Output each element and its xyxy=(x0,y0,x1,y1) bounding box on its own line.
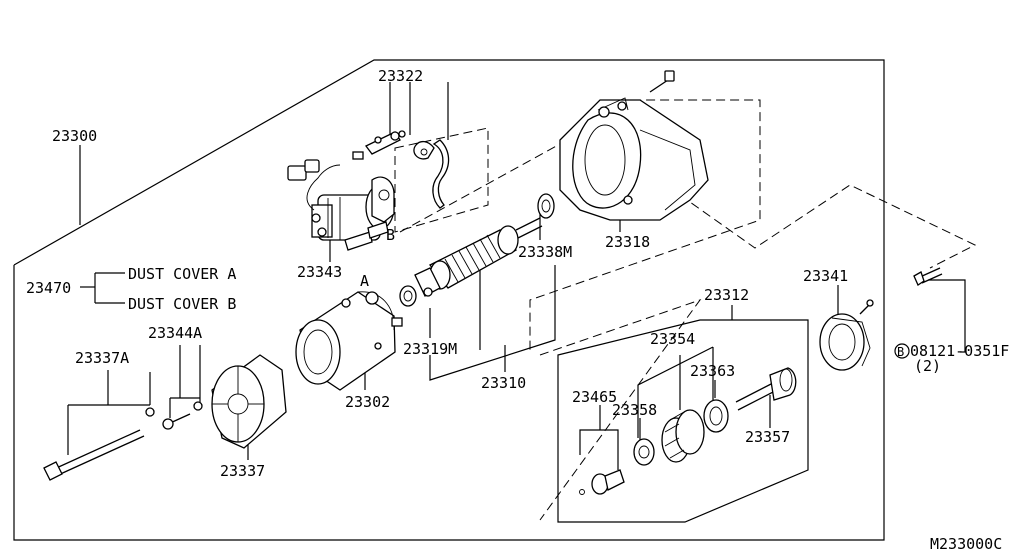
callout-23341: 23341 xyxy=(803,267,848,285)
callout-23319m: 23319M xyxy=(403,340,457,358)
bearing-23338m xyxy=(537,193,555,219)
callout-23465: 23465 xyxy=(572,388,617,406)
pinion-23354 xyxy=(661,409,705,463)
callout-23338m: 23338M xyxy=(518,243,572,261)
rear-cover-23337 xyxy=(211,354,287,449)
callout-dust-cover-a: DUST COVER A xyxy=(128,265,236,283)
solenoid-23343 xyxy=(287,159,395,251)
yoke-23302 xyxy=(295,291,403,391)
bolt-marker-circle: B xyxy=(894,343,910,359)
callout-23358: 23358 xyxy=(612,401,657,419)
bolt-marker-letter: B xyxy=(897,345,904,359)
callout-23300: 23300 xyxy=(52,127,97,145)
leader-lines xyxy=(67,82,966,470)
callout-23312: 23312 xyxy=(704,286,749,304)
mark-a: A xyxy=(360,272,369,290)
solenoid-hardware-23322 xyxy=(352,130,450,209)
bearing-23319m xyxy=(399,285,417,307)
callout-23302: 23302 xyxy=(345,393,390,411)
callout-23354: 23354 xyxy=(650,330,695,348)
bolt-dashed-leader xyxy=(679,184,977,269)
callout-23470: 23470 xyxy=(26,279,71,297)
callout-bolt-qty: (2) xyxy=(914,357,941,375)
shaft-23357 xyxy=(735,367,797,411)
solenoid-dashed-region xyxy=(394,127,489,233)
armature-23310 xyxy=(414,217,543,297)
callout-23357: 23357 xyxy=(745,428,790,446)
callout-labels: 23300 23322 23343 23318 23338M 23470 DUS… xyxy=(26,67,1009,553)
mark-b: B xyxy=(386,226,395,244)
pinion-dashed-region xyxy=(539,299,702,521)
pinion-kit-box xyxy=(557,319,809,523)
screw-23344a xyxy=(162,401,203,430)
spring-23465 xyxy=(579,469,625,495)
diagram-code: M233000C xyxy=(930,535,1002,553)
bolt-08121-0351f xyxy=(913,267,943,286)
washer-23358 xyxy=(633,438,655,466)
bearing-23363 xyxy=(703,399,729,433)
callout-23363: 23363 xyxy=(690,362,735,380)
through-bolt-23337a xyxy=(43,407,155,481)
assembly-frame xyxy=(13,59,885,541)
callout-bolt-number: 08121-0351F xyxy=(910,342,1009,360)
callout-23318: 23318 xyxy=(605,233,650,251)
callout-23337: 23337 xyxy=(220,462,265,480)
callout-dust-cover-b: DUST COVER B xyxy=(128,295,236,313)
drive-housing-23318 xyxy=(559,70,709,221)
callout-23322: 23322 xyxy=(378,67,423,85)
callout-23310: 23310 xyxy=(481,374,526,392)
callout-23337a: 23337A xyxy=(75,349,129,367)
callout-23344a: 23344A xyxy=(148,324,202,342)
retainer-23341 xyxy=(819,299,874,371)
callout-23343: 23343 xyxy=(297,263,342,281)
